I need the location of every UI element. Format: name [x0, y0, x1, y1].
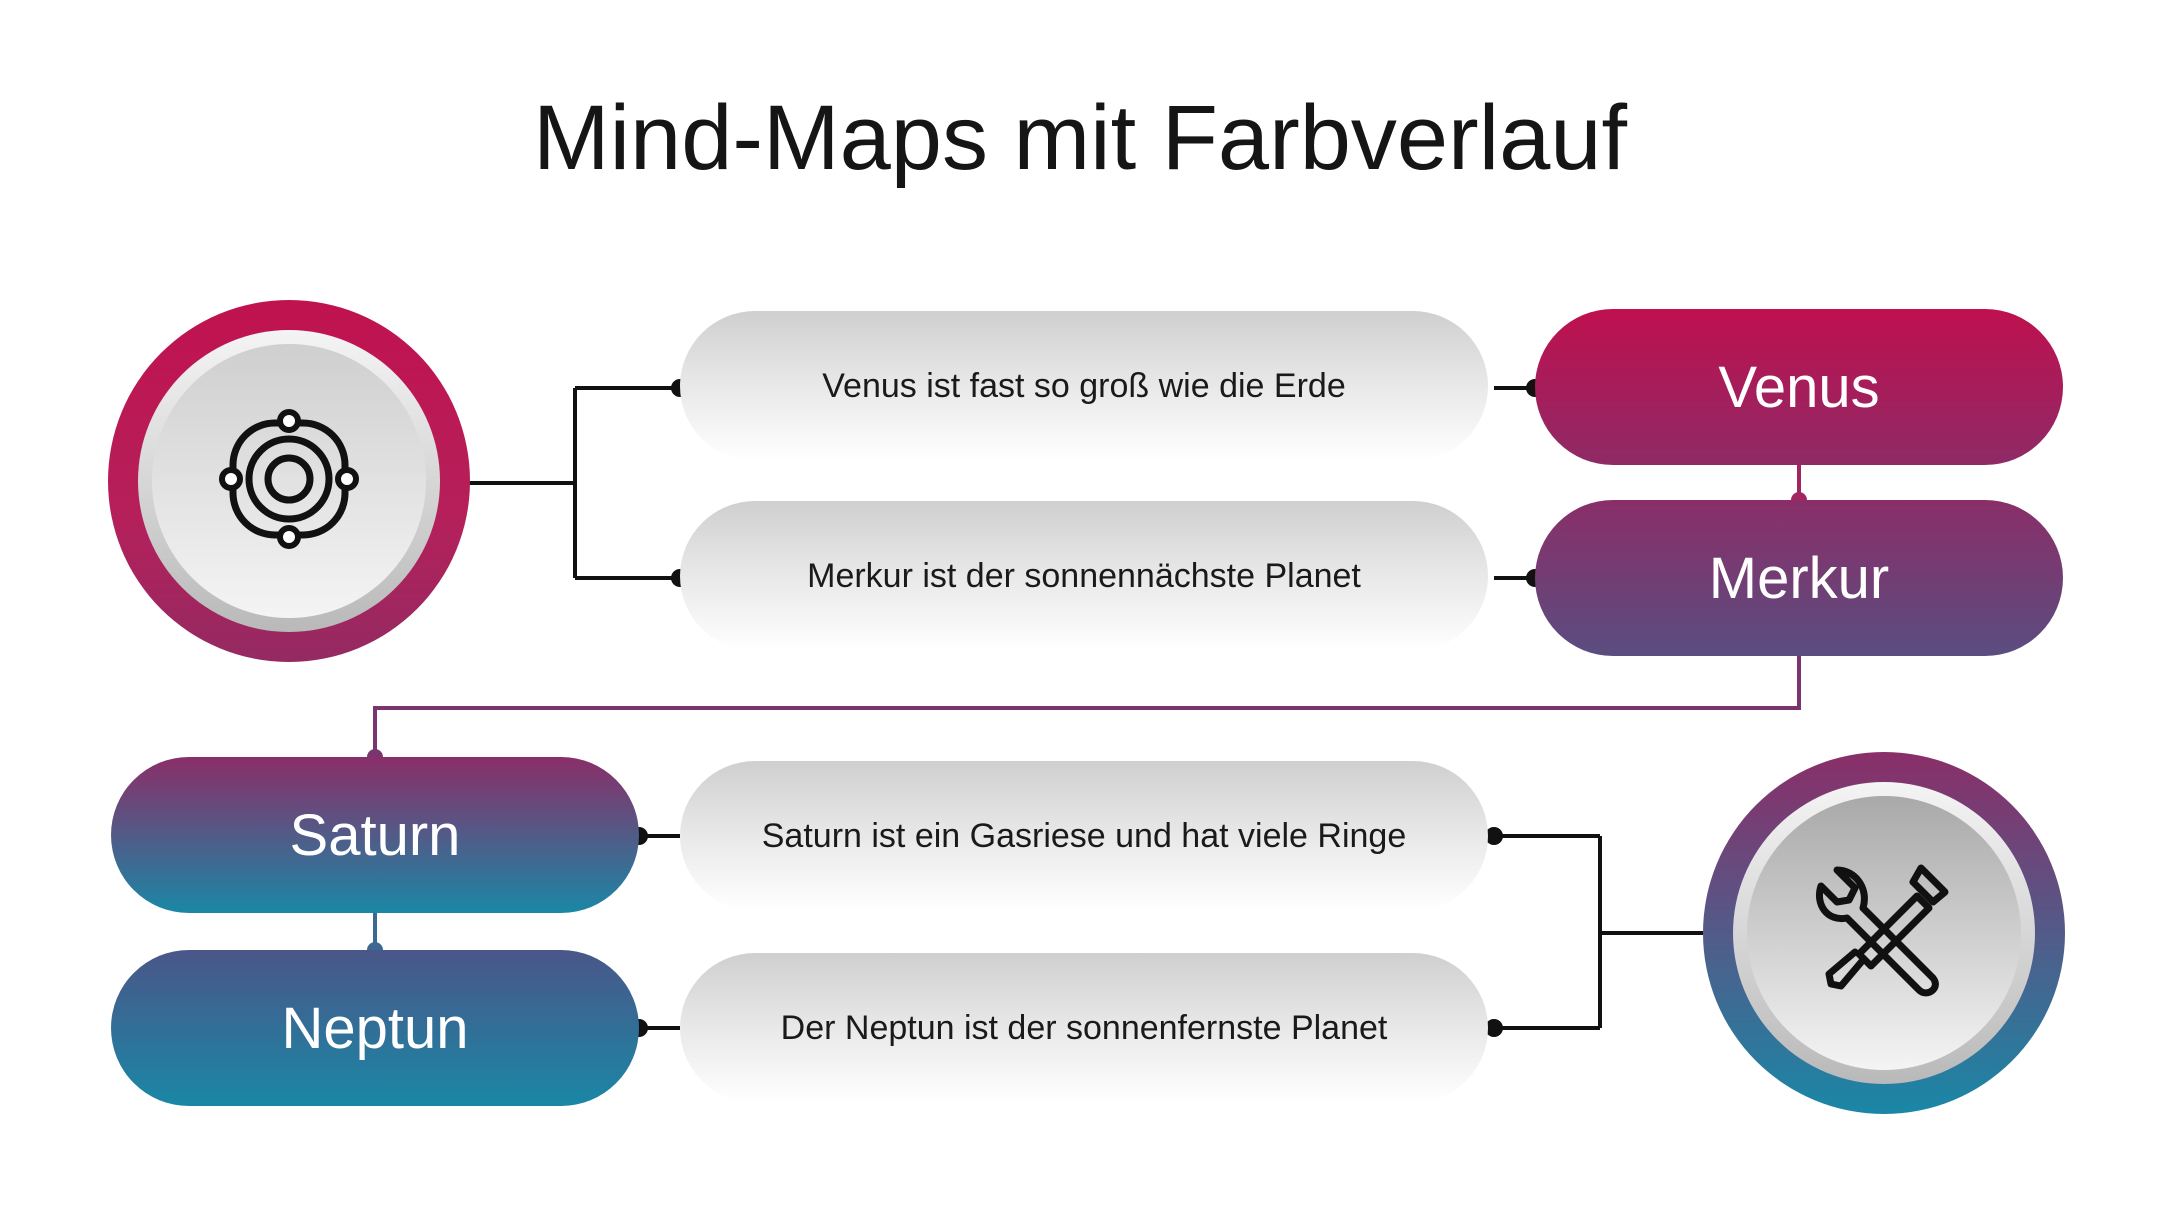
label-neptun: Neptun: [111, 950, 639, 1106]
tools-icon: [1809, 856, 1959, 1011]
label-merkur: Merkur: [1535, 500, 2063, 656]
desc-merkur: Merkur ist der sonnennächste Planet: [680, 501, 1488, 651]
page-title: Mind-Maps mit Farbverlauf: [532, 87, 1628, 189]
desc-neptun: Der Neptun ist der sonnenfernste Planet: [680, 953, 1488, 1103]
hub-top: [108, 300, 470, 662]
label-venus: Venus: [1535, 309, 2063, 465]
hub-bottom: [1703, 752, 2065, 1114]
lifebuoy-icon: [219, 408, 359, 554]
desc-venus: Venus ist fast so groß wie die Erde: [680, 311, 1488, 461]
label-saturn: Saturn: [111, 757, 639, 913]
desc-saturn: Saturn ist ein Gasriese und hat viele Ri…: [680, 761, 1488, 911]
